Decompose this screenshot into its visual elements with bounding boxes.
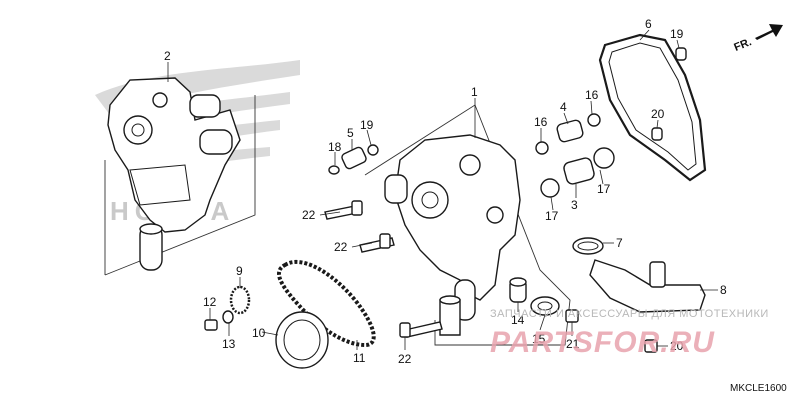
pump-assembly-1: [364, 104, 571, 346]
o-ring-16-right: [587, 113, 601, 127]
callout-22-upper: 22: [302, 208, 316, 222]
callout-15: 13: [222, 337, 236, 351]
callout-19-upper: 19: [670, 27, 684, 41]
outlet-pipe-10: [589, 259, 706, 313]
callout-6: 6: [645, 17, 652, 31]
callout-19-lower: 20: [651, 107, 665, 121]
gasket-13: [530, 296, 560, 316]
collar-3: [563, 157, 595, 185]
dowel-19-upper: [675, 47, 687, 61]
dowel-19-lower: [651, 127, 663, 141]
callout-13: 15: [532, 332, 546, 346]
bolt-22-upper: [324, 200, 363, 220]
callout-11: 7: [616, 236, 623, 250]
collar-5: [341, 146, 367, 170]
callout-1: 1: [471, 85, 478, 99]
bolt-14: [204, 319, 218, 331]
callout-14: 12: [203, 295, 217, 309]
callout-18-left: 18: [328, 140, 342, 154]
o-ring-18-left: [328, 165, 340, 175]
callout-22-middle: 22: [334, 240, 348, 254]
gear-8: [229, 285, 251, 315]
callout-17-left: 17: [545, 209, 559, 223]
collar-4: [556, 119, 584, 143]
diagram-code: MKCLE1600: [730, 383, 787, 394]
o-ring-18-right: [367, 144, 379, 156]
o-ring-17-right: [593, 147, 615, 169]
drive-chain-9: [277, 259, 376, 348]
callout-9: 11: [353, 351, 366, 365]
callout-3-label: 3: [571, 198, 578, 212]
plug-12: [509, 277, 527, 303]
callout-21: 21: [566, 337, 580, 351]
callout-4: 4: [560, 100, 567, 114]
callout-22-lower: 22: [398, 352, 412, 366]
bolt-22-lower: [399, 321, 443, 338]
assembly-view-2: [104, 77, 256, 276]
front-direction-label: FR.: [732, 36, 753, 54]
partsfor-watermark: ЗАПЧАСТИ И АКСЕССУАРЫ ДЛЯ МОТОТЕХНИКИ PA…: [490, 308, 769, 359]
callout-16-right: 16: [585, 88, 599, 102]
clamp-11: [572, 237, 604, 255]
watermark-logo: PARTSFOR.RU: [490, 326, 715, 359]
callout-12: 14: [511, 313, 525, 327]
sprocket-7: [275, 311, 329, 369]
gasket-6: [598, 33, 707, 182]
callout-17-right: 17: [597, 182, 611, 196]
callout-20-label: 20: [670, 339, 684, 353]
callout-2: 2: [164, 49, 171, 63]
o-ring-16-left: [535, 141, 549, 155]
washer-15: [222, 310, 234, 324]
callout-8: 9: [236, 264, 243, 278]
watermark-caption: ЗАПЧАСТИ И АКСЕССУАРЫ ДЛЯ МОТОТЕХНИКИ: [490, 308, 769, 320]
front-direction-indicator: FR.: [732, 24, 783, 54]
front-arrow-icon: [755, 24, 783, 40]
callout-7: 10: [252, 326, 266, 340]
callout-16-left: 16: [534, 115, 548, 129]
leader-lines: [167, 29, 718, 350]
o-ring-17-left: [540, 178, 560, 198]
callout-10: 8: [720, 283, 727, 297]
callout-5: 5: [347, 126, 354, 140]
callout-18-right: 19: [360, 118, 374, 132]
bolt-22-middle: [359, 233, 395, 253]
